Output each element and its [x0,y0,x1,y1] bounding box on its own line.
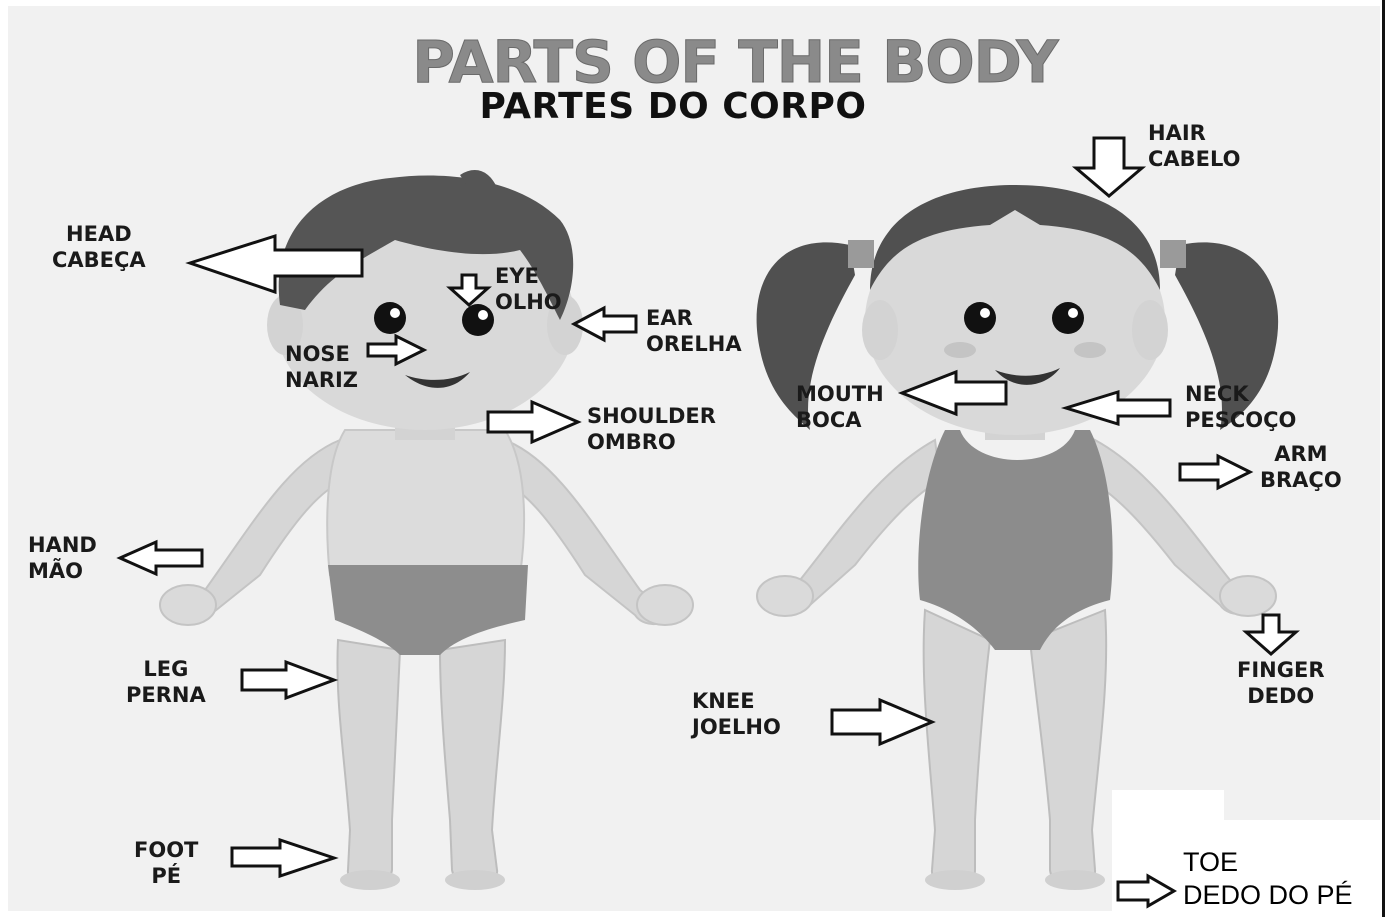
label-toe: TOE DEDO DO PÉ [1183,846,1353,912]
label-toe-pt: DEDO DO PÉ [1183,879,1353,912]
label-toe-en: TOE [1183,846,1353,879]
